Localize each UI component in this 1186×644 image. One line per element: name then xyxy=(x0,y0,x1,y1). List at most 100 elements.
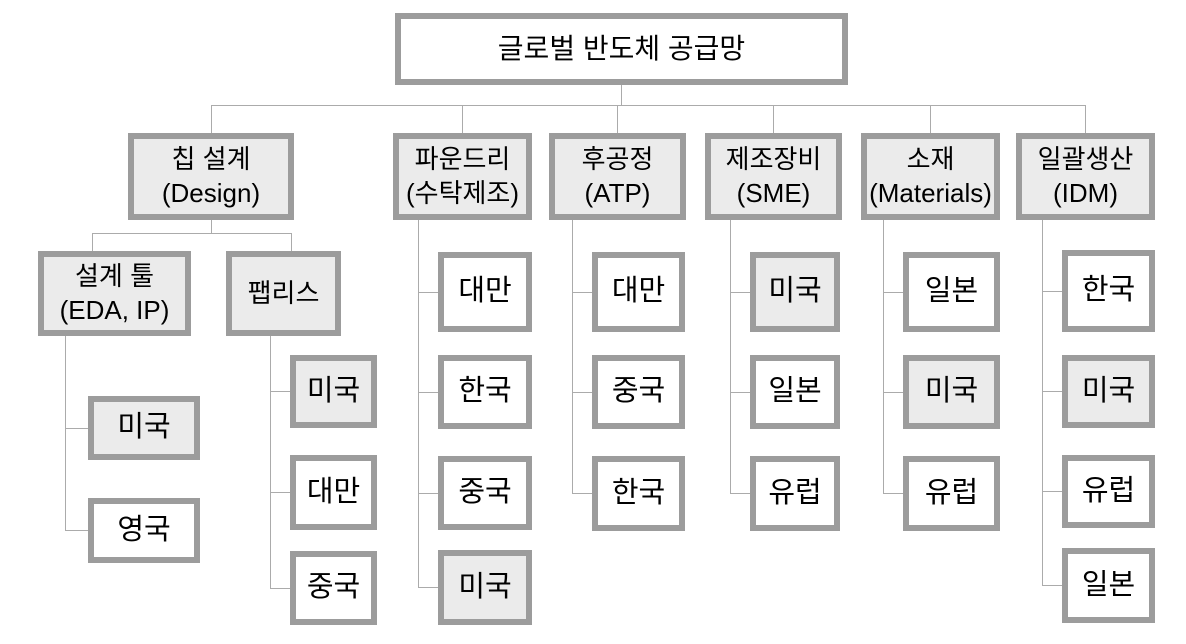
connector-stub-eda xyxy=(92,233,93,251)
node-eda-label: 설계 툴 xyxy=(75,261,154,292)
connector-stub-sme xyxy=(773,105,774,133)
connector-materials-stub-3 xyxy=(883,493,903,494)
node-root-label: 글로벌 반도체 공급망 xyxy=(497,33,746,65)
connector-idm-stub-2 xyxy=(1042,391,1062,392)
node-idm-usa: 미국 xyxy=(1062,355,1155,428)
connector-stub-idm xyxy=(1085,105,1086,133)
country-label: 한국 xyxy=(611,476,666,509)
connector-eda-stub-1 xyxy=(65,428,88,429)
connector-idm-stub-1 xyxy=(1042,291,1062,292)
connector-atp-trunk xyxy=(572,220,573,493)
node-materials-europe: 유럽 xyxy=(903,456,1000,531)
node-idm: 일괄생산 (IDM) xyxy=(1016,133,1155,220)
node-root: 글로벌 반도체 공급망 xyxy=(395,13,848,85)
country-label: 미국 xyxy=(924,375,979,408)
node-idm-japan: 일본 xyxy=(1062,548,1155,623)
node-materials-usa: 미국 xyxy=(903,355,1000,429)
country-label: 미국 xyxy=(306,374,361,407)
node-foundry-korea: 한국 xyxy=(438,355,532,429)
node-atp-taiwan: 대만 xyxy=(592,252,685,332)
connector-stub-foundry xyxy=(462,105,463,133)
node-fabless-china: 중국 xyxy=(290,551,377,625)
country-label: 대만 xyxy=(306,475,361,508)
node-design-sublabel: (Design) xyxy=(161,177,261,208)
connector-idm-stub-4 xyxy=(1042,585,1062,586)
node-eda-usa: 미국 xyxy=(88,396,200,460)
connector-design-split xyxy=(92,233,291,234)
country-label: 일본 xyxy=(1081,568,1136,601)
node-foundry-sublabel: (수탁제조) xyxy=(406,177,519,208)
node-sme-japan: 일본 xyxy=(750,355,840,429)
connector-foundry-stub-3 xyxy=(418,493,438,494)
node-eda-uk: 영국 xyxy=(88,498,200,563)
node-eda: 설계 툴 (EDA, IP) xyxy=(38,251,191,336)
country-label: 유럽 xyxy=(768,476,822,509)
country-label: 유럽 xyxy=(924,476,979,509)
connector-materials-stub-1 xyxy=(883,292,903,293)
node-design: 칩 설계 (Design) xyxy=(128,133,294,220)
node-foundry-china: 중국 xyxy=(438,456,532,530)
connector-idm-trunk xyxy=(1042,220,1043,585)
connector-atp-stub-1 xyxy=(572,292,592,293)
node-atp-label: 후공정 xyxy=(581,144,654,175)
node-materials-label: 소재 xyxy=(906,144,955,175)
country-label: 중국 xyxy=(458,476,512,509)
node-sme-sublabel: (SME) xyxy=(736,177,811,208)
country-label: 한국 xyxy=(1081,274,1136,307)
node-foundry-label: 파운드리 xyxy=(414,144,511,175)
connector-fabless-stub-2 xyxy=(270,492,290,493)
node-foundry-taiwan: 대만 xyxy=(438,252,532,332)
connector-eda-stub-2 xyxy=(65,530,88,531)
country-label: 일본 xyxy=(924,275,979,308)
connector-fabless-stub-3 xyxy=(270,588,290,589)
node-fabless: 팹리스 xyxy=(226,251,341,336)
node-atp-sublabel: (ATP) xyxy=(584,177,651,208)
connector-idm-stub-3 xyxy=(1042,491,1062,492)
node-idm-korea: 한국 xyxy=(1062,250,1155,332)
connector-sme-stub-2 xyxy=(730,392,750,393)
connector-stub-fabless xyxy=(291,233,292,251)
node-sme-europe: 유럽 xyxy=(750,456,840,531)
node-eda-sublabel: (EDA, IP) xyxy=(59,294,170,325)
node-atp-china: 중국 xyxy=(592,355,685,429)
node-atp: 후공정 (ATP) xyxy=(549,133,686,220)
connector-materials-trunk xyxy=(883,220,884,493)
country-label: 대만 xyxy=(458,275,512,308)
node-idm-europe: 유럽 xyxy=(1062,455,1155,528)
node-materials-sublabel: (Materials) xyxy=(869,177,992,208)
node-sme-label: 제조장비 xyxy=(725,144,822,175)
node-sme: 제조장비 (SME) xyxy=(705,133,842,220)
connector-atp-stub-2 xyxy=(572,392,592,393)
node-foundry: 파운드리 (수탁제조) xyxy=(393,133,532,220)
node-fabless-label: 팹리스 xyxy=(247,277,320,308)
country-label: 중국 xyxy=(611,375,666,408)
connector-foundry-stub-2 xyxy=(418,392,438,393)
node-design-label: 칩 설계 xyxy=(171,144,251,175)
node-foundry-usa: 미국 xyxy=(438,550,532,625)
connector-sme-stub-1 xyxy=(730,292,750,293)
country-label: 미국 xyxy=(117,411,171,444)
connector-stub-materials xyxy=(930,105,931,133)
country-label: 미국 xyxy=(1081,374,1136,407)
connector-stub-design xyxy=(211,105,212,133)
connector-fabless-stub-1 xyxy=(270,391,290,392)
connector-atp-stub-3 xyxy=(572,493,592,494)
node-atp-korea: 한국 xyxy=(592,456,685,531)
country-label: 대만 xyxy=(611,275,666,308)
node-materials: 소재 (Materials) xyxy=(861,133,1000,220)
connector-spine xyxy=(211,105,1086,106)
connector-foundry-stub-4 xyxy=(418,587,438,588)
country-label: 중국 xyxy=(306,571,361,604)
connector-stub-atp xyxy=(617,105,618,133)
connector-foundry-trunk xyxy=(418,220,419,587)
node-idm-label: 일괄생산 xyxy=(1037,144,1134,175)
connector-foundry-stub-1 xyxy=(418,292,438,293)
connector-materials-stub-2 xyxy=(883,392,903,393)
node-sme-usa: 미국 xyxy=(750,252,840,332)
connector-eda-trunk xyxy=(65,336,66,530)
country-label: 한국 xyxy=(458,375,512,408)
country-label: 미국 xyxy=(768,275,822,308)
country-label: 영국 xyxy=(117,513,171,546)
connector-fabless-trunk xyxy=(270,336,271,588)
